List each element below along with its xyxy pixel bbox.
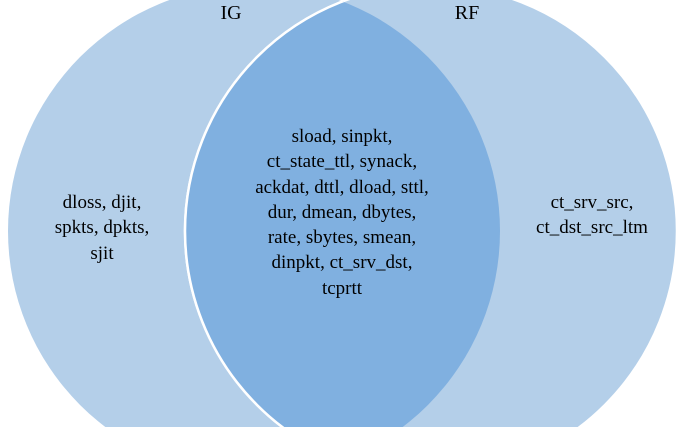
intersection-region-text: sload, sinpkt, ct_state_ttl, synack, ack… bbox=[218, 124, 466, 301]
intersection-lens bbox=[183, 0, 500, 427]
intersection-line: sload, sinpkt, bbox=[291, 126, 393, 147]
set-label-left: IG bbox=[220, 2, 242, 24]
right-only-line: ct_srv_src, bbox=[550, 192, 634, 213]
set-label-right: RF bbox=[454, 2, 480, 24]
intersection-line: ct_state_ttl, synack, bbox=[266, 151, 418, 173]
left-only-line: spkts, dpkts, bbox=[54, 217, 150, 239]
left-only-region-text: dloss, djit, spkts, dpkts, sjit bbox=[22, 190, 182, 266]
intersection-line: dur, dmean, dbytes, bbox=[267, 201, 417, 223]
intersection-line: dinpkt, ct_srv_dst, bbox=[271, 252, 413, 274]
intersection-line: tcprtt bbox=[321, 277, 363, 299]
intersection-line: ackdat, dttl, dload, sttl, bbox=[255, 176, 429, 198]
left-only-line: dloss, djit, bbox=[62, 192, 142, 213]
right-only-region-text: ct_srv_src, ct_dst_src_ltm bbox=[508, 190, 676, 241]
intersection-line: rate, sbytes, smean, bbox=[267, 227, 417, 249]
right-only-line: ct_dst_src_ltm bbox=[536, 217, 648, 239]
left-only-line: sjit bbox=[90, 242, 114, 264]
